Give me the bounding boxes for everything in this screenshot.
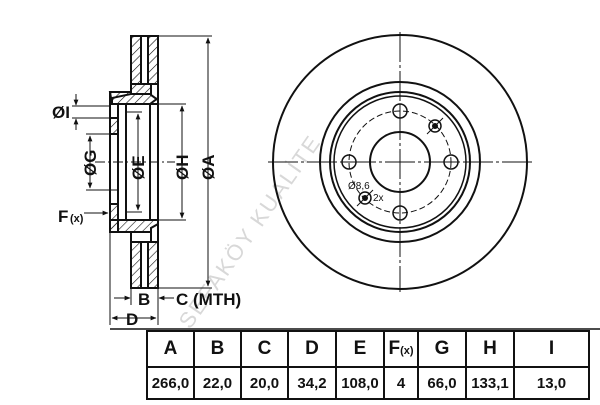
- front-view: [268, 32, 532, 292]
- value-I: 13,0: [513, 366, 590, 400]
- label-dia-A: ØA: [199, 155, 218, 181]
- header-C: C: [240, 330, 289, 368]
- spec-table-header-row: A B C D E F(x) G H I: [146, 330, 590, 368]
- value-F: 4: [383, 366, 419, 400]
- value-H: 133,1: [465, 366, 515, 400]
- label-dia-H: ØH: [173, 155, 192, 181]
- label-dia-E: ØE: [129, 155, 148, 180]
- header-H: H: [465, 330, 515, 368]
- label-F: F: [58, 207, 68, 226]
- label-hole-count: 2x: [373, 193, 384, 204]
- spec-table: A B C D E F(x) G H I 266,0 22,0 20,0 34,…: [146, 330, 590, 400]
- label-C-mth: C (MTH): [176, 290, 241, 309]
- label-dia-G: ØG: [81, 150, 100, 176]
- header-A: A: [146, 330, 195, 368]
- side-view-labels: ØI ØG ØE ØH ØA F (x) B C (MTH) D: [52, 103, 241, 329]
- label-hole-diameter: Ø8,6: [348, 181, 370, 192]
- label-D: D: [126, 310, 138, 329]
- value-A: 266,0: [146, 366, 195, 400]
- label-F-sub: (x): [70, 213, 84, 225]
- front-view-labels: Ø8,6 2x: [348, 181, 384, 204]
- value-G: 66,0: [417, 366, 467, 400]
- label-B: B: [138, 290, 150, 309]
- value-E: 108,0: [335, 366, 385, 400]
- value-D: 34,2: [287, 366, 337, 400]
- header-F: F(x): [383, 330, 419, 368]
- value-B: 22,0: [193, 366, 242, 400]
- label-dia-I: ØI: [52, 103, 70, 122]
- header-D: D: [287, 330, 337, 368]
- header-I: I: [513, 330, 590, 368]
- value-C: 20,0: [240, 366, 289, 400]
- header-G: G: [417, 330, 467, 368]
- header-B: B: [193, 330, 242, 368]
- header-E: E: [335, 330, 385, 368]
- dimension-lines: [72, 35, 212, 325]
- spec-table-value-row: 266,0 22,0 20,0 34,2 108,0 4 66,0 133,1 …: [146, 366, 590, 400]
